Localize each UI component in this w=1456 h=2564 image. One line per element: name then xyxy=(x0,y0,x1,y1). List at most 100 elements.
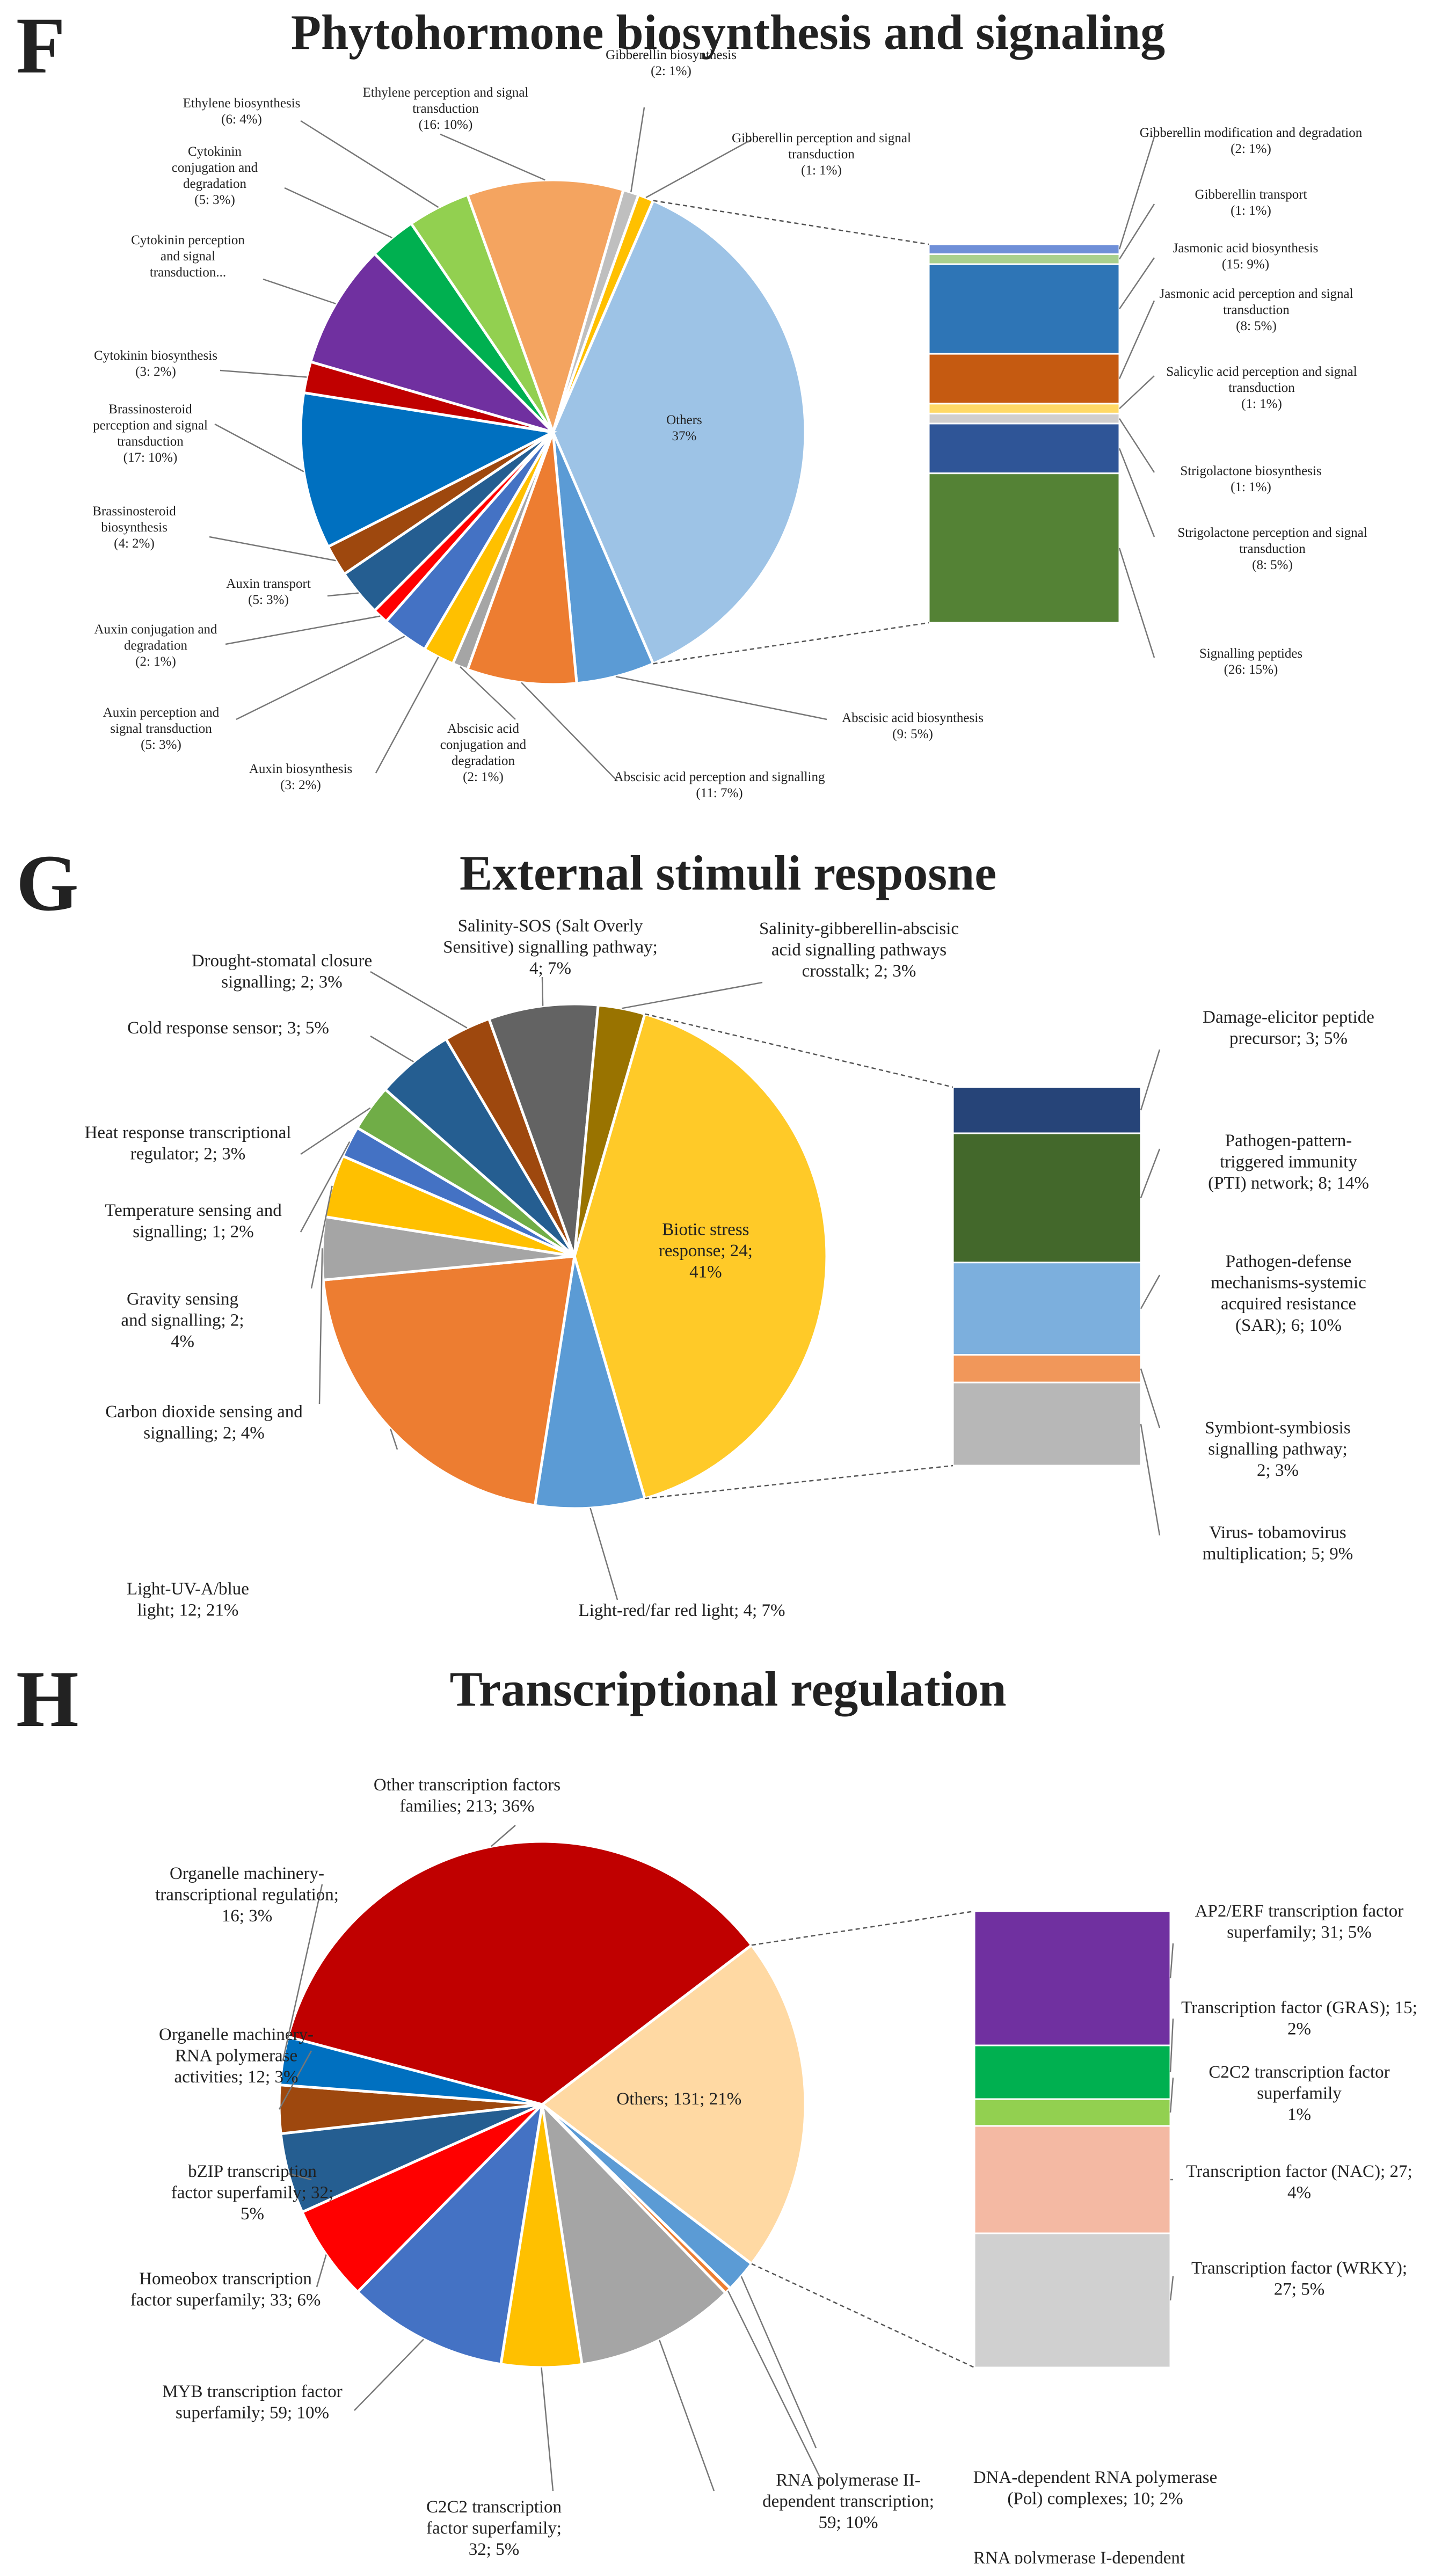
connector-line-top xyxy=(751,1910,975,1946)
leader-line xyxy=(1140,1148,1161,1198)
leader-line xyxy=(220,369,307,378)
panel-f: F Phytohormone biosynthesis and signalin… xyxy=(0,0,1456,837)
leader-line xyxy=(541,977,544,1006)
bar-segment-signalling-peptides xyxy=(928,472,1120,624)
bar-segment-salicylic-acid-perception-and-signal-transduction xyxy=(928,403,1120,414)
panel-h: H Transcriptional regulation Others; 131… xyxy=(0,1654,1456,2564)
leader-line xyxy=(645,139,752,199)
leader-line xyxy=(615,676,827,720)
bar-segment-strigolactone-perception-and-signal-transduction xyxy=(928,423,1120,475)
leader-line xyxy=(541,2367,554,2492)
breakout-bar xyxy=(973,1910,1171,2369)
connector-line-bottom xyxy=(644,1465,953,1499)
leader-line xyxy=(1118,257,1155,310)
bar-segment-c2c2-transcription-factor-superfamily xyxy=(973,2098,1171,2127)
bar-segment-jasmonic-acid-perception-and-signal-transduction xyxy=(928,353,1120,405)
bar-segment-pathogen-pattern-triggered-immunity-pti-network xyxy=(952,1132,1142,1264)
slice-label-cytokinin-biosynthesis: Cytokinin biosynthesis(3: 2%) xyxy=(94,348,217,379)
pie-slice-light-uv-a-blue-light xyxy=(322,1255,576,1507)
leader-line xyxy=(460,666,516,720)
bar-label-transcription-factor-gras: Transcription factor (GRAS); 15;2% xyxy=(1181,1998,1417,2039)
leader-line xyxy=(370,1035,414,1062)
pie-slice-c2c2-transcription-factor-superfamily xyxy=(499,2104,584,2369)
leader-line xyxy=(1118,448,1155,537)
bar-label-transcription-factor-nac: Transcription factor (NAC); 27;4% xyxy=(1186,2162,1412,2203)
leader-line xyxy=(1140,1368,1161,1429)
slice-label-gibberellin-biosynthesis: Gibberellin biosynthesis(2: 1%) xyxy=(606,48,737,78)
leader-line xyxy=(209,536,336,562)
panel-g: G External stimuli resposne Biotic stres… xyxy=(0,837,1456,1654)
pie-slice-biotic-stress-response xyxy=(573,1012,828,1500)
slice-label-rna-polymerase-ii-dependent-transcription: RNA polymerase II-dependent transcriptio… xyxy=(762,2471,934,2532)
bar-segment-virus-tobamovirus-multiplication xyxy=(952,1381,1142,1467)
slice-label-organelle-machinery-transcriptional-regulation: Organelle machinery-transcriptional regu… xyxy=(155,1864,339,1926)
bar-label-strigolactone-biosynthesis: Strigolactone biosynthesis(1: 1%) xyxy=(1180,464,1321,494)
leader-line xyxy=(440,133,545,181)
leader-line xyxy=(491,1825,516,1847)
data-label-others: Others; 131; 21% xyxy=(616,2089,741,2109)
bar-label-pathogen-pattern-triggered-immunity-pti-network: Pathogen-pattern-triggered immunity(PTI)… xyxy=(1208,1131,1369,1193)
leader-line xyxy=(1118,418,1155,473)
leader-line xyxy=(390,1429,398,1450)
slice-label-ethylene-biosynthesis: Ethylene biosynthesis(6: 4%) xyxy=(183,96,301,127)
chart-title: Phytohormone biosynthesis and signaling xyxy=(290,5,1166,60)
bar-segment-gibberellin-modification-and-degradation xyxy=(928,243,1120,256)
chart-title: External stimuli resposne xyxy=(459,846,997,900)
bar-label-gibberellin-transport: Gibberellin transport(1: 1%) xyxy=(1195,187,1307,218)
bar-segment-strigolactone-biosynthesis xyxy=(928,412,1120,425)
leader-line xyxy=(288,2173,312,2181)
leader-line xyxy=(740,2276,817,2449)
leader-line xyxy=(284,187,392,238)
pie-slices xyxy=(299,178,807,686)
pie-slice-abscisic-acid-biosynthesis xyxy=(551,432,655,685)
leader-line xyxy=(621,981,763,1009)
bar-label-gibberellin-modification-and-degradation: Gibberellin modification and degradation… xyxy=(1140,126,1363,156)
connector-line-bottom xyxy=(653,622,929,665)
slice-label-rna-polymerase-i-dependent-transcription: RNA polymerase I-dependenttranscription;… xyxy=(973,2548,1185,2564)
pie-slice-others xyxy=(551,199,807,666)
leader-line xyxy=(589,1507,618,1600)
leader-line xyxy=(278,2050,312,2110)
leader-line xyxy=(310,1185,333,1289)
leader-line xyxy=(1169,2018,1174,2073)
slice-label-auxin-biosynthesis: Auxin biosynthesis(3: 2%) xyxy=(249,762,352,792)
leader-line xyxy=(354,2339,424,2411)
slice-label-auxin-transport: Auxin transport(5: 3%) xyxy=(226,577,311,607)
bar-segment-gibberellin-transport xyxy=(928,253,1120,265)
bar-segment-symbiont-symbiosis-signalling-pathway xyxy=(952,1354,1142,1383)
panel-letter: H xyxy=(16,1655,79,1744)
pie-slice-rna-polymerase-ii-dependent-transcription xyxy=(540,2100,728,2366)
pie-slice-myb-transcription-factor-superfamily xyxy=(355,2100,544,2366)
bar-segment-pathogen-defense-mechanisms-systemic-acquired-resistance-sar xyxy=(952,1262,1142,1356)
bar-label-transcription-factor-wrky: Transcription factor (WRKY);27; 5% xyxy=(1191,2259,1407,2299)
pie-slices xyxy=(278,1840,807,2369)
leader-line xyxy=(300,120,439,208)
pie-slice-salinity-gibberellin-abscisic-acid-signalling-pathways-crosstalk xyxy=(573,1003,647,1257)
bar-segment-jasmonic-acid-biosynthesis xyxy=(928,263,1120,355)
connector-line-top xyxy=(644,1013,953,1088)
slice-label-abscisic-acid-biosynthesis: Abscisic acid biosynthesis(9: 5%) xyxy=(842,711,984,741)
leader-line xyxy=(1118,548,1155,658)
leader-line xyxy=(263,278,336,304)
